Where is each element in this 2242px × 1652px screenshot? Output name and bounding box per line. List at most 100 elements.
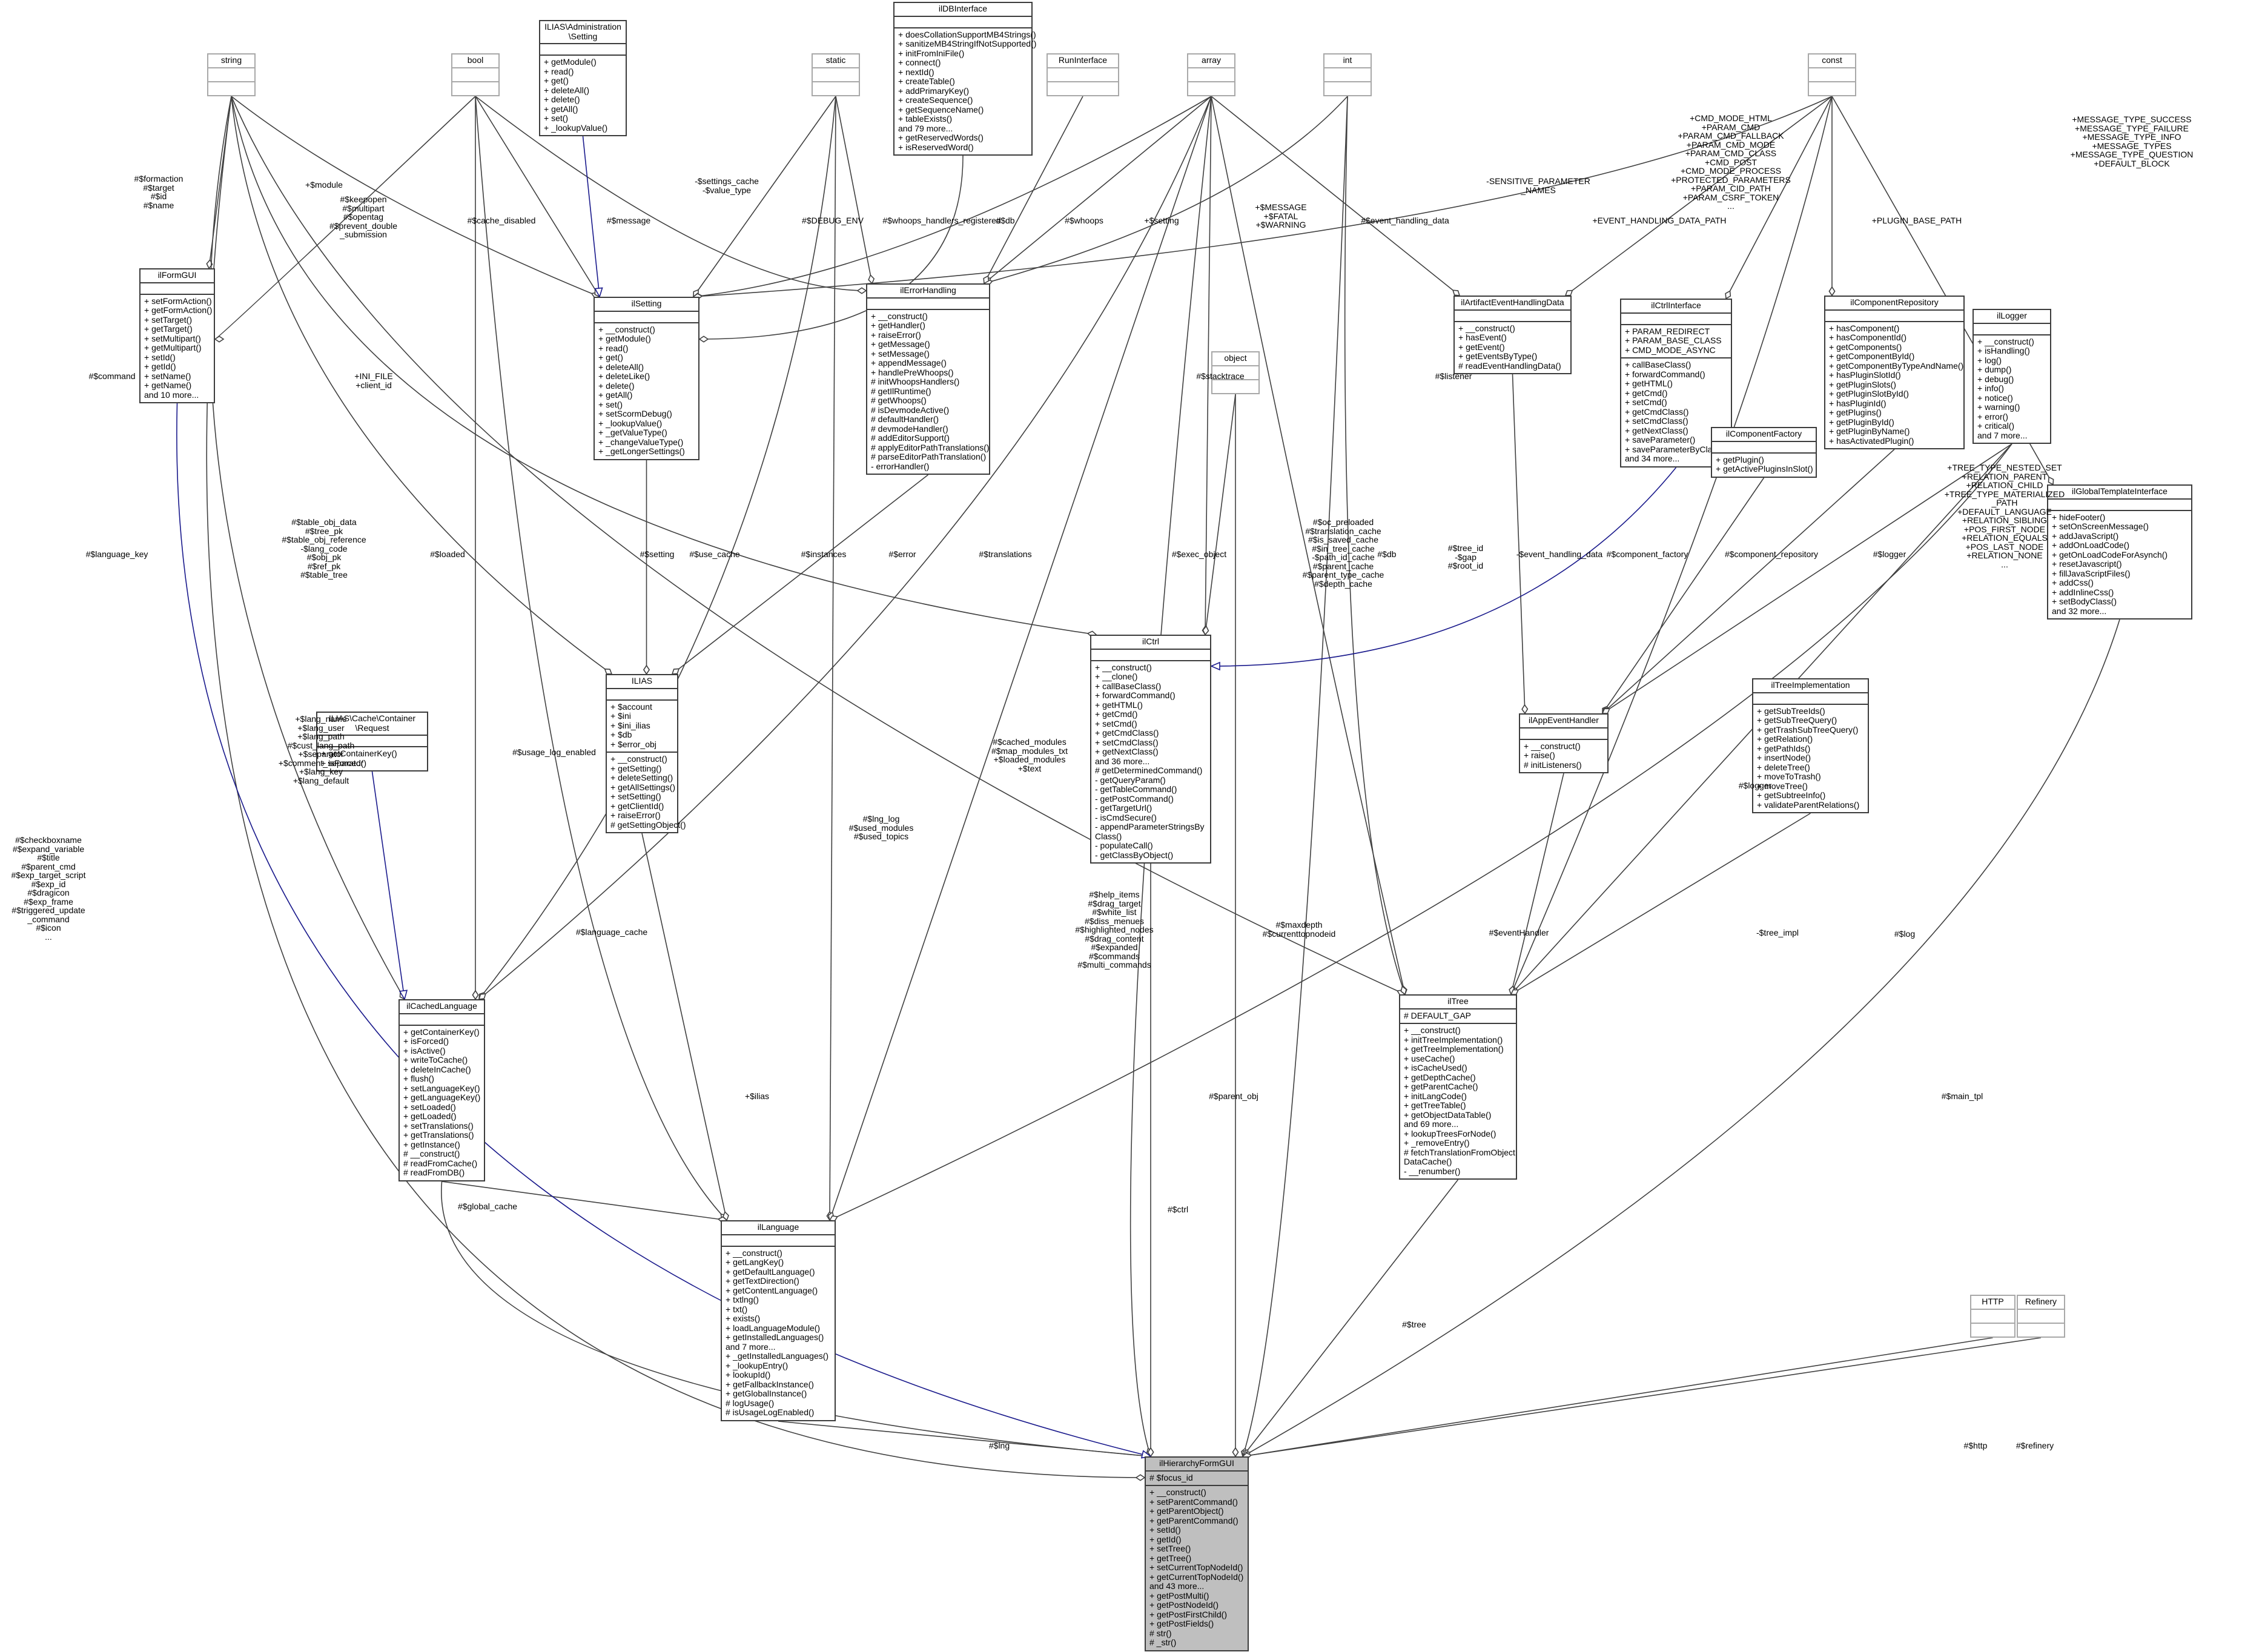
class-node-http[interactable]: HTTP: [1970, 1295, 2015, 1338]
member-entry: # str(): [1149, 1628, 1172, 1638]
member-entry: + warning(): [1977, 402, 2020, 412]
class-node-bool[interactable]: bool: [451, 53, 500, 96]
class-node-string[interactable]: string: [207, 53, 256, 96]
member-entry: + setLanguageKey(): [403, 1083, 480, 1093]
edge-label: #$table_obj_data #$tree_pk #$table_obj_r…: [282, 517, 366, 580]
class-node-runinterface[interactable]: RunInterface: [1047, 53, 1119, 96]
member-entry: + get(): [544, 76, 569, 85]
member-entry: # $focus_id: [1149, 1472, 1193, 1482]
usage-edge: [1602, 443, 2012, 714]
member-entry: + getPostFields(): [1149, 1619, 1214, 1628]
class-node-setting-iface[interactable]: ILIAS\Administration \Setting+ getModule…: [539, 20, 627, 136]
member-entry: + getCurrentTopNodeId(): [1149, 1571, 1244, 1582]
member-entry: # getDeterminedCommand(): [1095, 765, 1203, 775]
member-entry: + setCmdClass(): [1095, 737, 1159, 747]
member-entry: + lookupId(): [726, 1370, 771, 1379]
member-entry: + getPlugins(): [1829, 408, 1882, 417]
class-node-ilctrl[interactable]: ilCtrl+ __construct()+ __clone()+ callBa…: [1090, 635, 1211, 864]
member-section: + getContainerKey()+ isForced(): [317, 746, 427, 770]
class-node-iltree[interactable]: ilTree# DEFAULT_GAP+ __construct()+ init…: [1399, 994, 1517, 1180]
member-entry: + getModule(): [544, 57, 597, 67]
class-node-cachecontainer[interactable]: ILIAS\Cache\Container \Request+ getConta…: [316, 712, 428, 771]
member-entry: + validateParentRelations(): [1757, 799, 1860, 810]
member-entry: + debug(): [1977, 374, 2014, 384]
usage-edge: [641, 833, 727, 1221]
member-entry: + hasComponent(): [1829, 323, 1900, 333]
class-node-ilias[interactable]: ILIAS+ $account+ $ini+ $ini_ilias+ $db+ …: [606, 674, 686, 833]
composition-diamond: [1232, 1447, 1239, 1458]
attribute-section: [894, 15, 1031, 27]
member-entry: + setCmd(): [1625, 397, 1667, 407]
member-entry: # __construct(): [403, 1149, 460, 1158]
member-entry: + isForced(): [403, 1036, 449, 1046]
class-node-ilcomponentfactory[interactable]: ilComponentFactory+ getPlugin()+ getActi…: [1711, 427, 1817, 478]
member-entry: # isUsageLogEnabled(): [726, 1407, 815, 1417]
class-node-ilerrorhandling[interactable]: ilErrorHandling+ __construct()+ getHandl…: [866, 283, 990, 475]
class-node-ilsetting[interactable]: ilSetting+ __construct()+ getModule()+ r…: [594, 297, 699, 460]
class-node-ilappeventhandler[interactable]: ilAppEventHandler+ __construct()+ raise(…: [1519, 713, 1609, 773]
edge-label: +$ilias: [744, 1091, 770, 1101]
class-node-ilhierarchyformgui[interactable]: ilHierarchyFormGUI# $focus_id+ __constru…: [1145, 1456, 1249, 1651]
composition-diamond: [478, 993, 486, 1000]
member-entry: + getTrashSubTreeQuery(): [1757, 724, 1859, 735]
member-entry: + getPathIds(): [1757, 743, 1811, 753]
class-node-iltreeimpl[interactable]: ilTreeImplementation+ getSubTreeIds()+ g…: [1752, 678, 1869, 813]
member-entry: + deleteInCache(): [403, 1064, 471, 1074]
member-entry: + insertNode(): [1757, 753, 1811, 762]
edge-label: +$MESSAGE +$FATAL +$WARNING: [1255, 202, 1307, 230]
attribute-section: [2018, 1308, 2064, 1323]
edge-label: #$logger: [1873, 549, 1906, 559]
member-section: + getModule()+ read()+ get()+ deleteAll(…: [540, 55, 626, 135]
member-entry: + initFromIniFile(): [898, 48, 965, 58]
class-node-illogger[interactable]: ilLogger+ __construct()+ isHandling()+ l…: [1972, 309, 2051, 444]
member-entry: + setBodyClass(): [2052, 596, 2117, 606]
member-section: + doesCollationSupportMB4Strings()+ sani…: [894, 27, 1036, 155]
member-entry: + $account: [610, 701, 652, 712]
member-entry: + __construct(): [598, 324, 655, 334]
class-node-ilcachedlanguage[interactable]: ilCachedLanguage+ getContainerKey()+ isF…: [398, 999, 485, 1181]
edge-label: #$global_cache: [457, 1201, 518, 1211]
member-entry: + PARAM_BASE_CLASS: [1625, 335, 1722, 345]
edge-label: #$eventHandler: [1489, 928, 1549, 937]
usage-edge: [475, 96, 867, 291]
class-node-const[interactable]: const: [1808, 53, 1856, 96]
edge-label: #$language_cache: [575, 927, 648, 937]
class-node-int[interactable]: int: [1323, 53, 1372, 96]
attribute-section: # DEFAULT_GAP: [1400, 1008, 1516, 1023]
class-node-ilartifact[interactable]: ilArtifactEventHandlingData+ __construct…: [1453, 296, 1572, 374]
member-section: + PARAM_REDIRECT+ PARAM_BASE_CLASS+ CMD_…: [1621, 323, 1731, 358]
member-entry: + getInstance(): [403, 1139, 460, 1149]
class-node-ildbinterface[interactable]: ilDBInterface+ doesCollationSupportMB4St…: [893, 2, 1036, 156]
member-entry: + txt(): [726, 1304, 748, 1314]
usage-edge: [829, 96, 836, 1221]
class-node-ilformgui[interactable]: ilFormGUI+ setFormAction()+ getFormActio…: [139, 268, 215, 403]
member-entry: # initListeners(): [1524, 759, 1582, 770]
edge-label: +TREE_TYPE_NESTED_SET +RELATION_PARENT +…: [1944, 463, 2065, 569]
edge-label: #$lng: [988, 1441, 1010, 1450]
class-node-ilglobaltemplate[interactable]: ilGlobalTemplateInterface+ hideFooter()+…: [2047, 484, 2192, 620]
member-entry: + getActivePluginsInSlot(): [1716, 464, 1813, 474]
composition-diamond: [643, 664, 650, 675]
edge-label: #$error: [888, 549, 916, 559]
class-node-object[interactable]: object: [1211, 351, 1260, 394]
member-entry: + __construct(): [1095, 662, 1152, 672]
member-entry: + getFallbackInstance(): [726, 1379, 814, 1389]
member-entry: + __clone(): [1095, 672, 1138, 681]
class-node-ilcomponentrepo[interactable]: ilComponentRepository+ hasComponent()+ h…: [1824, 296, 1965, 449]
class-node-refinery[interactable]: Refinery: [2017, 1295, 2065, 1338]
class-node-illanguage[interactable]: ilLanguage+ __construct()+ getLangKey()+…: [721, 1220, 836, 1421]
member-entry: Class(): [1095, 831, 1122, 841]
member-entry: + writeToCache(): [403, 1055, 468, 1065]
class-name: ilLogger: [1997, 311, 2027, 320]
member-entry: + getHTML(): [1095, 699, 1143, 710]
member-entry: + getTextDirection(): [726, 1276, 799, 1286]
usage-edge: [209, 96, 405, 1000]
class-node-static[interactable]: static: [812, 53, 860, 96]
class-node-array[interactable]: array: [1187, 53, 1235, 96]
member-entry: and 43 more...: [1149, 1581, 1205, 1591]
edge-label: #$event_handling_data: [1361, 216, 1449, 225]
member-entry: + setId(): [144, 352, 176, 362]
attribute-section: [1974, 322, 2050, 334]
member-entry: + isCacheUsed(): [1404, 1063, 1467, 1072]
member-entry: + __construct(): [871, 311, 928, 321]
